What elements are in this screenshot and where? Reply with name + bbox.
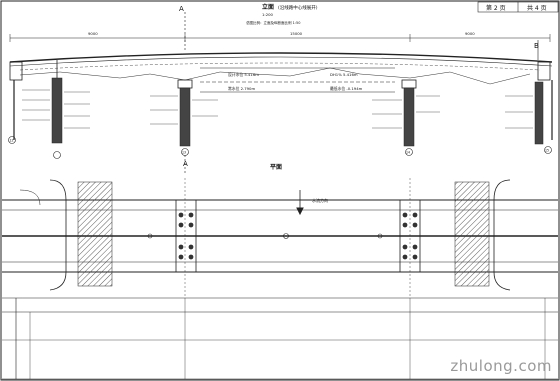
sheet-number: 第 2 页 — [486, 4, 506, 12]
design-water-level: 设计水位 5.416m — [228, 72, 259, 77]
pier-13 — [177, 79, 193, 156]
elevation-header: 立面 (沿线路中心线展开) 1:200 总图比例：立面及纵断面比例 1:50 — [246, 3, 318, 25]
title-block: 第 2 页 共 4 页 — [477, 1, 559, 13]
section-mark-b: B — [534, 42, 539, 50]
pier-14-label: 14 — [406, 151, 410, 155]
elevation-scale: 1:200 — [262, 12, 274, 17]
profile-table — [2, 297, 558, 380]
elevation-note: 总图比例：立面及纵断面比例 1:50 — [246, 20, 300, 25]
plan-title: 平面 — [270, 163, 282, 171]
watermark: zhulong.com — [450, 357, 552, 375]
pier-13-label: 13 — [182, 151, 186, 155]
elevation-title: 立面 — [262, 3, 274, 11]
section-mark-a-bottom: A — [183, 160, 188, 168]
water-levels — [200, 67, 395, 93]
span-left-dim: 9000 — [88, 31, 98, 36]
flow-direction-label: 水流方向 — [312, 197, 328, 203]
elevation-annotations — [22, 89, 533, 129]
abutment-right — [534, 61, 553, 154]
embankment-right — [454, 181, 490, 287]
elevation-subtitle: (沿线路中心线展开) — [278, 4, 318, 11]
embankment-left — [77, 181, 113, 287]
abutment-left — [8, 60, 63, 159]
span-mid-dim: 15000 — [290, 31, 303, 36]
normal-water-level: 常水位 2.790m — [228, 86, 255, 91]
abutment-left-label: 12 — [10, 139, 14, 143]
dimension-line — [9, 34, 551, 42]
sheet-total: 共 4 页 — [527, 4, 547, 12]
pile-group-13 — [178, 212, 194, 260]
pile-group-14 — [402, 212, 418, 260]
ground-line — [19, 67, 531, 85]
bridge-deck — [9, 52, 553, 71]
span-right-dim: 9000 — [465, 31, 475, 36]
abutment-right-label: 15 — [545, 149, 549, 153]
low-water-level: 最低水位 -0.194m — [330, 86, 363, 91]
section-mark-a-top: A — [179, 5, 184, 13]
highest-water-level: DH1% 5.416m — [330, 72, 358, 77]
pier-14 — [401, 79, 417, 156]
section-marks — [184, 12, 539, 175]
